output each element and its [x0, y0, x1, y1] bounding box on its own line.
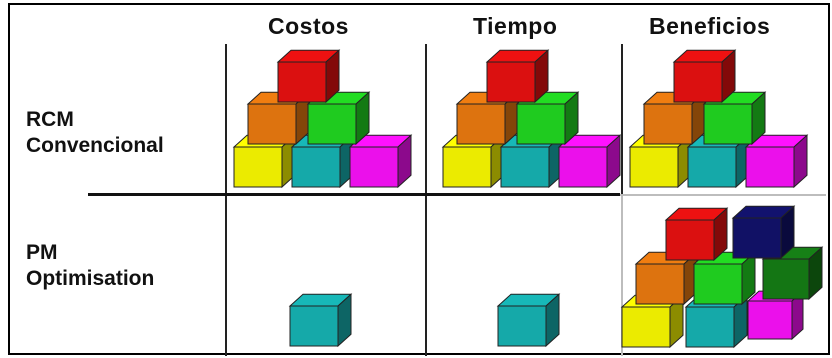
tiempo-rcm-cube-magenta: [559, 135, 620, 187]
beneficios-rcm-cube-red: [674, 50, 735, 102]
beneficios-pm-cube-darkgreen-front: [763, 259, 809, 299]
beneficios-rcm-cube-magenta-front: [746, 147, 794, 187]
beneficios-pm-cube-yellow-front: [622, 307, 670, 347]
tiempo-rcm-cube-green-front: [517, 104, 565, 144]
costos-pm-cube-cyan-front: [290, 306, 338, 346]
beneficios-pm-cube-red-front: [666, 220, 714, 260]
costos-rcm-cube-green-front: [308, 104, 356, 144]
beneficios-pm-cube-cyan-front: [686, 307, 734, 347]
tiempo-pm-cube-cyan-front: [498, 306, 546, 346]
beneficios-rcm-cube-yellow-front: [630, 147, 678, 187]
costos-rcm-cube-cyan-front: [292, 147, 340, 187]
costos-rcm-cube-yellow-front: [234, 147, 282, 187]
tiempo-rcm-cube-cyan-front: [501, 147, 549, 187]
costos-rcm-cube-orange-front: [248, 104, 296, 144]
beneficios-pm-cube-navy-front: [733, 218, 781, 258]
tiempo-rcm-cube-red: [487, 50, 548, 102]
beneficios-pm-cube-orange-front: [636, 264, 684, 304]
costos-rcm-cube-red-front: [278, 62, 326, 102]
beneficios-pm-cube-green-front: [694, 264, 742, 304]
costos-pm-cube-cyan: [290, 294, 351, 346]
beneficios-pm-cube-navy: [733, 206, 794, 258]
tiempo-rcm-cube-magenta-front: [559, 147, 607, 187]
tiempo-rcm-cube-red-front: [487, 62, 535, 102]
beneficios-rcm-cube-magenta: [746, 135, 807, 187]
tiempo-rcm-cube-orange-front: [457, 104, 505, 144]
beneficios-rcm-cube-orange-front: [644, 104, 692, 144]
costos-rcm-cube-magenta-front: [350, 147, 398, 187]
beneficios-rcm-cube-green-front: [704, 104, 752, 144]
beneficios-rcm-cube-red-front: [674, 62, 722, 102]
beneficios-pm-cube-red: [666, 208, 727, 260]
costos-rcm-cube-magenta: [350, 135, 411, 187]
tiempo-rcm-cube-yellow-front: [443, 147, 491, 187]
beneficios-rcm-cube-cyan-front: [688, 147, 736, 187]
costos-rcm-cube-red: [278, 50, 339, 102]
beneficios-pm-cube-magenta-front: [748, 301, 792, 339]
tiempo-pm-cube-cyan: [498, 294, 559, 346]
